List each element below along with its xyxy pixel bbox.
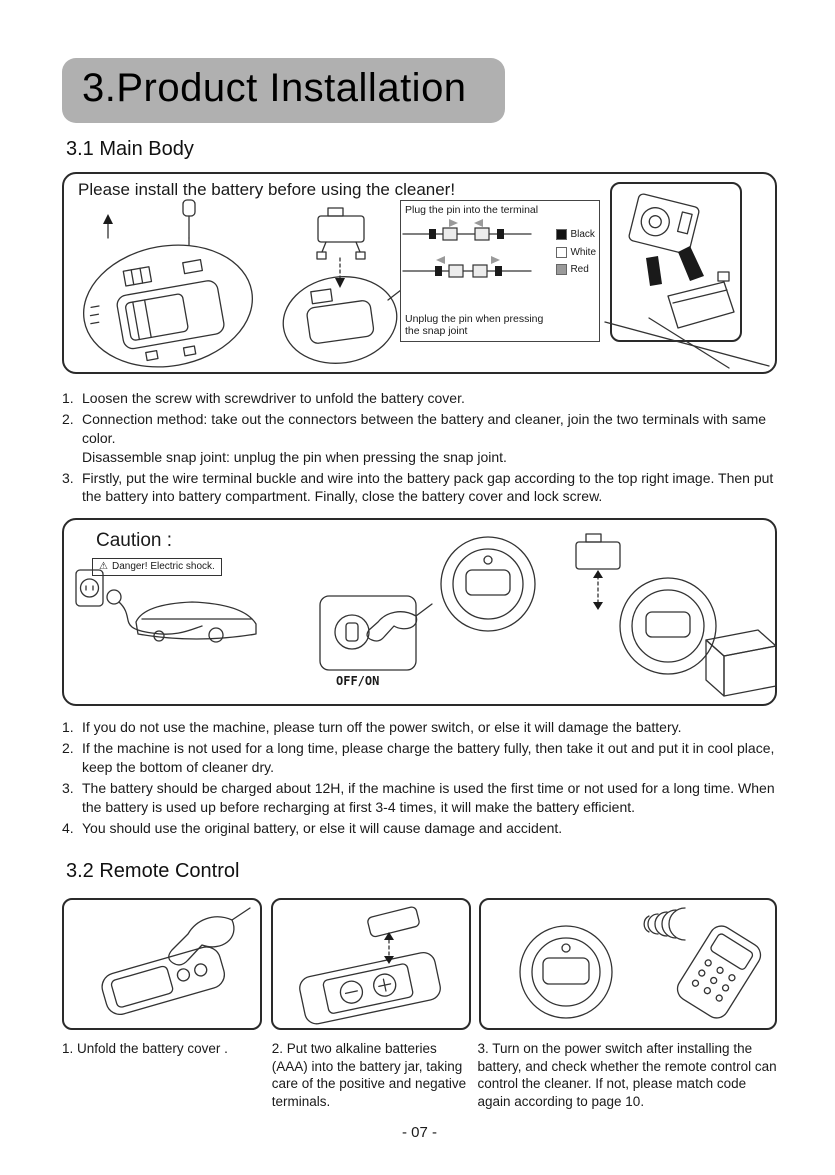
legend-label-black: Black xyxy=(570,229,595,240)
step-text: Connection method: take out the connecto… xyxy=(82,410,767,465)
step-text: If the machine is not used for a long ti… xyxy=(82,740,775,776)
remote-captions: 1. Unfold the battery cover . 2. Put two… xyxy=(62,1040,777,1111)
warning-icon: ⚠ xyxy=(99,561,108,573)
caution-step: 1. If you do not use the machine, please… xyxy=(62,718,777,737)
remote-card-2 xyxy=(270,897,471,1030)
caution-heading: Caution : xyxy=(96,530,173,552)
legend-label-white: White xyxy=(570,246,596,258)
install-steps: 1. Loosen the screw with screwdriver to … xyxy=(62,389,777,506)
step-text: Firstly, put the wire terminal buckle an… xyxy=(82,469,774,505)
step-text: Loosen the screw with screwdriver to unf… xyxy=(82,390,465,406)
unplug-instruction-label: Unplug the pin when pressing the snap jo… xyxy=(405,312,544,337)
legend-swatch-black xyxy=(556,229,568,241)
step-number: 3. xyxy=(62,469,74,486)
connector-diagram-unplug xyxy=(402,256,532,278)
legend-label-red: Red xyxy=(570,264,589,275)
caution-step: 3. The battery should be charged about 1… xyxy=(62,779,777,817)
plug-instruction-label: Plug the pin into the terminal xyxy=(405,204,539,216)
step-number: 1. xyxy=(62,390,74,406)
color-legend: Black White Red xyxy=(556,229,596,282)
section-heading-main-body: 3.1 Main Body xyxy=(66,138,194,160)
caution-illustration xyxy=(75,533,777,697)
connector-instruction-box: Plug the pin into the terminal xyxy=(400,200,600,342)
connector-diagram-plug xyxy=(402,219,532,241)
remote-signal-illustration xyxy=(519,907,762,1019)
install-step: 1. Loosen the screw with screwdriver to … xyxy=(62,389,777,408)
battery-install-box: Please install the battery before using … xyxy=(62,172,777,374)
step-text: You should use the original battery, or … xyxy=(82,819,563,836)
step-number: 1. xyxy=(62,719,74,736)
remote-caption-2: 2. Put two alkaline batteries (AAA) into… xyxy=(271,1040,467,1110)
remote-card-3 xyxy=(479,897,777,1030)
battery-insert-illustration xyxy=(298,906,441,1025)
remote-card-1 xyxy=(62,897,262,1030)
battery-exploded-illustration xyxy=(628,193,735,329)
step-number: 4. xyxy=(62,819,74,836)
legend-item-white: White xyxy=(556,247,596,259)
step-text: The battery should be charged about 12H,… xyxy=(82,780,775,815)
page-number: - 07 - xyxy=(401,1123,437,1141)
danger-label: ⚠ Danger! Electric shock. xyxy=(92,558,222,576)
caution-step: 2. If the machine is not used for a long… xyxy=(62,739,777,777)
table-edge-illustration xyxy=(604,317,770,369)
legend-swatch-white xyxy=(556,246,568,258)
remote-press-illustration xyxy=(101,907,251,1015)
remote-caption-1: 1. Unfold the battery cover . xyxy=(62,1040,228,1056)
legend-item-black: Black xyxy=(556,229,596,241)
exploded-view-box xyxy=(610,182,742,342)
install-step: 3. Firstly, put the wire terminal buckle… xyxy=(62,469,777,507)
caution-box: Caution : ⚠ Danger! Electric shock. OFF/… xyxy=(62,518,777,707)
caution-step: 4. You should use the original battery, … xyxy=(62,819,777,838)
legend-swatch-red xyxy=(556,264,568,276)
battery-install-header: Please install the battery before using … xyxy=(78,180,456,199)
caution-steps: 1. If you do not use the machine, please… xyxy=(62,718,777,837)
step-number: 2. xyxy=(62,410,74,427)
robot-battery-illustration xyxy=(82,199,402,368)
remote-caption-3: 3. Turn on the power switch after instal… xyxy=(477,1040,777,1110)
install-step: 2. Connection method: take out the conne… xyxy=(62,410,777,467)
page-title: 3.Product Installation xyxy=(62,58,505,123)
step-number: 3. xyxy=(62,780,74,797)
remote-step-cards xyxy=(62,897,777,1030)
danger-label-text: Danger! Electric shock. xyxy=(111,561,215,573)
power-switch-label: OFF/ON xyxy=(336,674,380,689)
legend-item-red: Red xyxy=(556,264,596,276)
step-number: 2. xyxy=(62,740,74,757)
step-text: If you do not use the machine, please tu… xyxy=(82,719,682,736)
section-heading-remote: 3.2 Remote Control xyxy=(66,859,240,882)
